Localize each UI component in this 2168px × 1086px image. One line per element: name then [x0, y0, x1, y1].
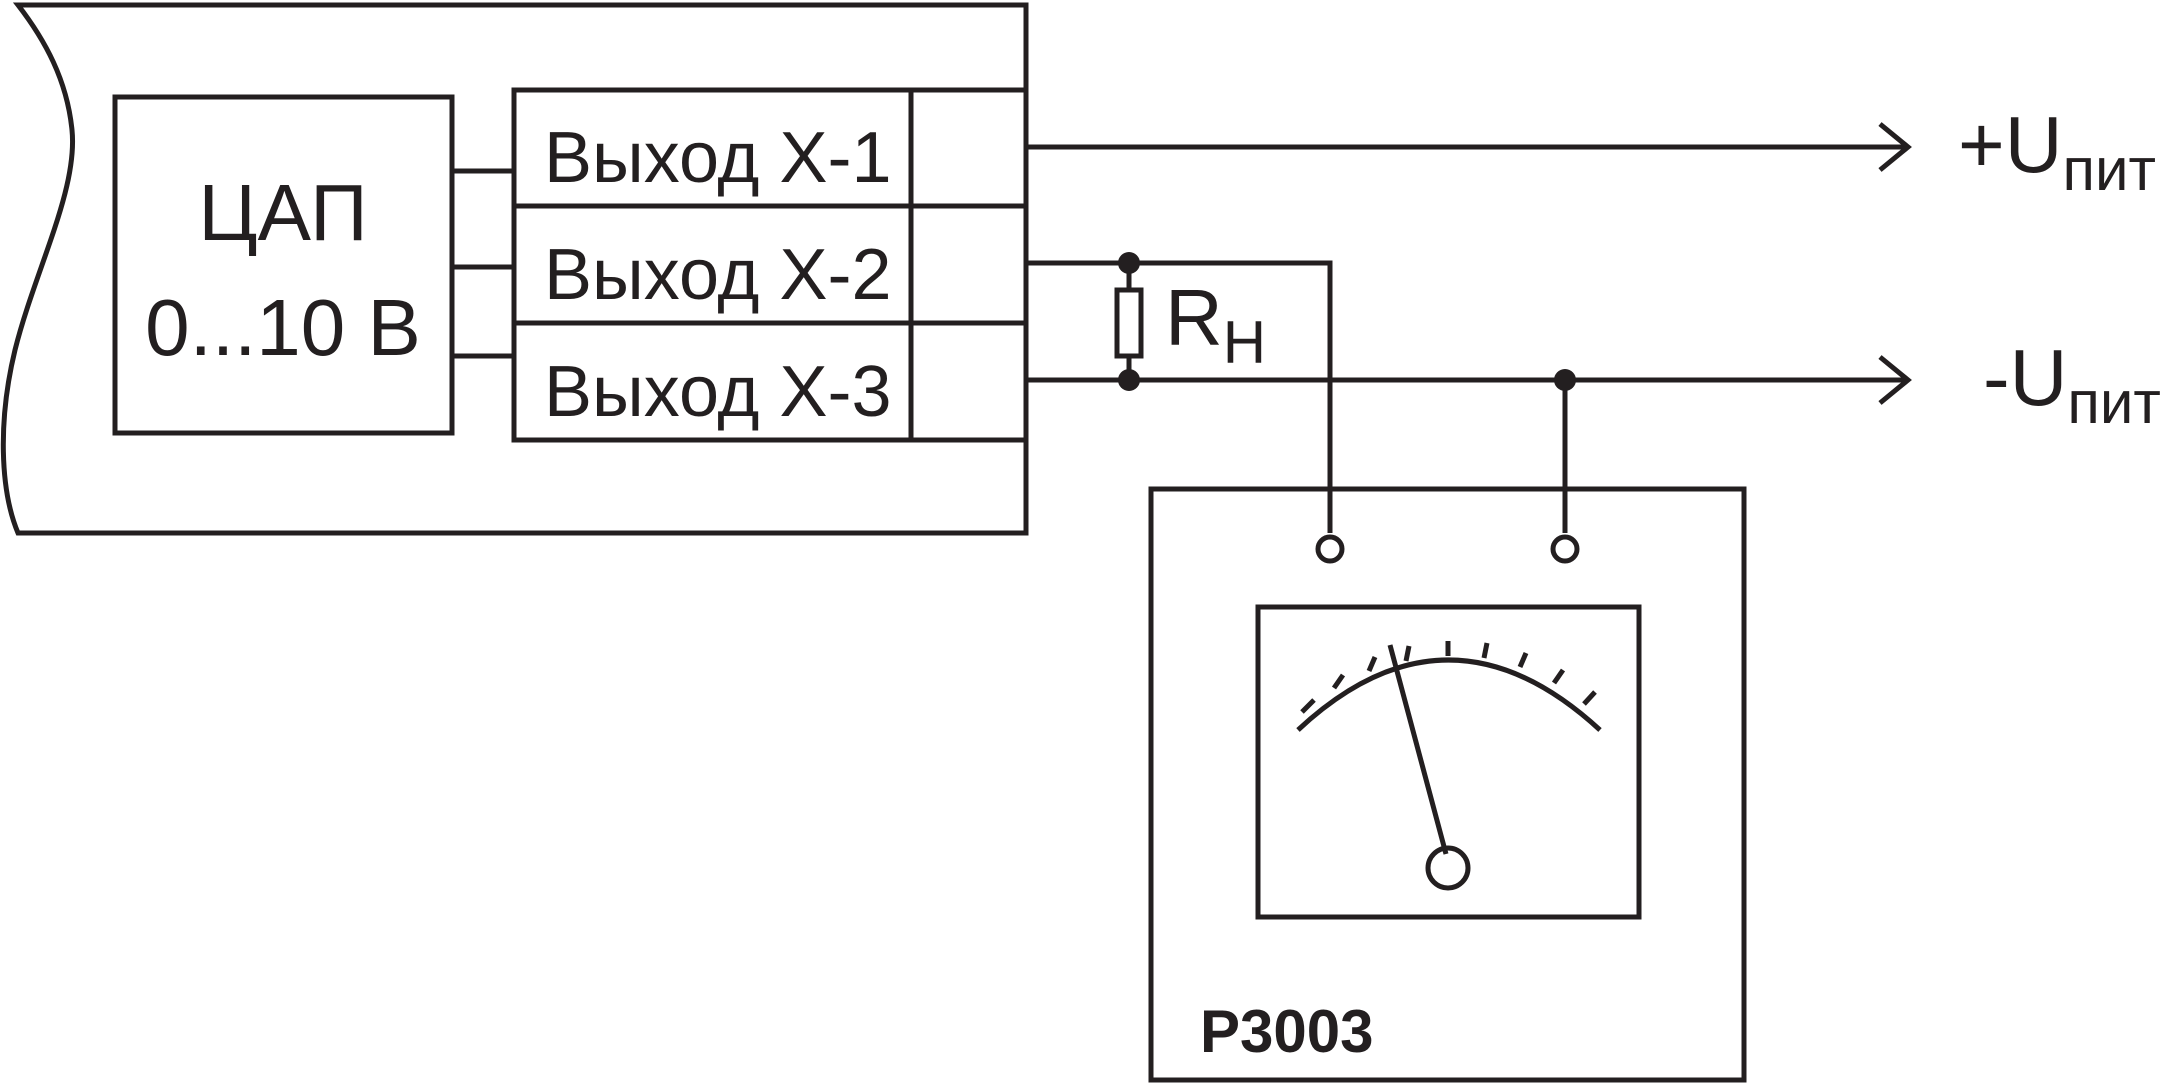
output-block-group: Выход Х-1 Выход Х-2 Выход Х-3	[511, 87, 914, 443]
meter-needle-pivot	[1425, 845, 1471, 891]
negative-supply-line	[1026, 355, 1912, 405]
device-housing	[0, 2, 1029, 536]
output-label-2: Выход Х-2	[544, 235, 891, 315]
meter-model-label: Р3003	[1200, 998, 1374, 1065]
load-resistor	[1114, 252, 1144, 391]
meter-terminal-negative	[1550, 534, 1580, 564]
dac-range: 0...10 В	[145, 283, 421, 372]
terminal-strip	[911, 87, 1026, 443]
dac-block	[112, 94, 455, 436]
positive-supply-label: +Uпит	[1958, 100, 2156, 203]
meter-needle	[1387, 644, 1449, 855]
negative-supply-label: -Uпит	[1983, 333, 2161, 436]
positive-supply-line	[1026, 122, 1912, 172]
meter: Р3003	[1148, 486, 1747, 1083]
meter-scale-ticks	[1300, 641, 1597, 714]
arrow-right-icon	[1878, 122, 1912, 172]
meter-terminal-positive	[1315, 534, 1345, 564]
dac-title: ЦАП	[198, 168, 367, 257]
arrow-right-icon	[1878, 355, 1912, 405]
output-block-3	[511, 320, 914, 443]
output-label-3: Выход Х-3	[544, 352, 891, 432]
meter-housing	[1148, 486, 1747, 1083]
dac-output-links	[452, 168, 514, 359]
meter-scale-arc	[1296, 657, 1602, 732]
output-label-1: Выход Х-1	[544, 118, 891, 198]
junction-dot	[1118, 369, 1140, 391]
meter-dial-window	[1255, 604, 1642, 920]
junction-dot	[1554, 369, 1576, 391]
resistor-body	[1114, 287, 1144, 359]
resistor-label: RН	[1165, 273, 1266, 376]
junction-dot	[1118, 252, 1140, 274]
